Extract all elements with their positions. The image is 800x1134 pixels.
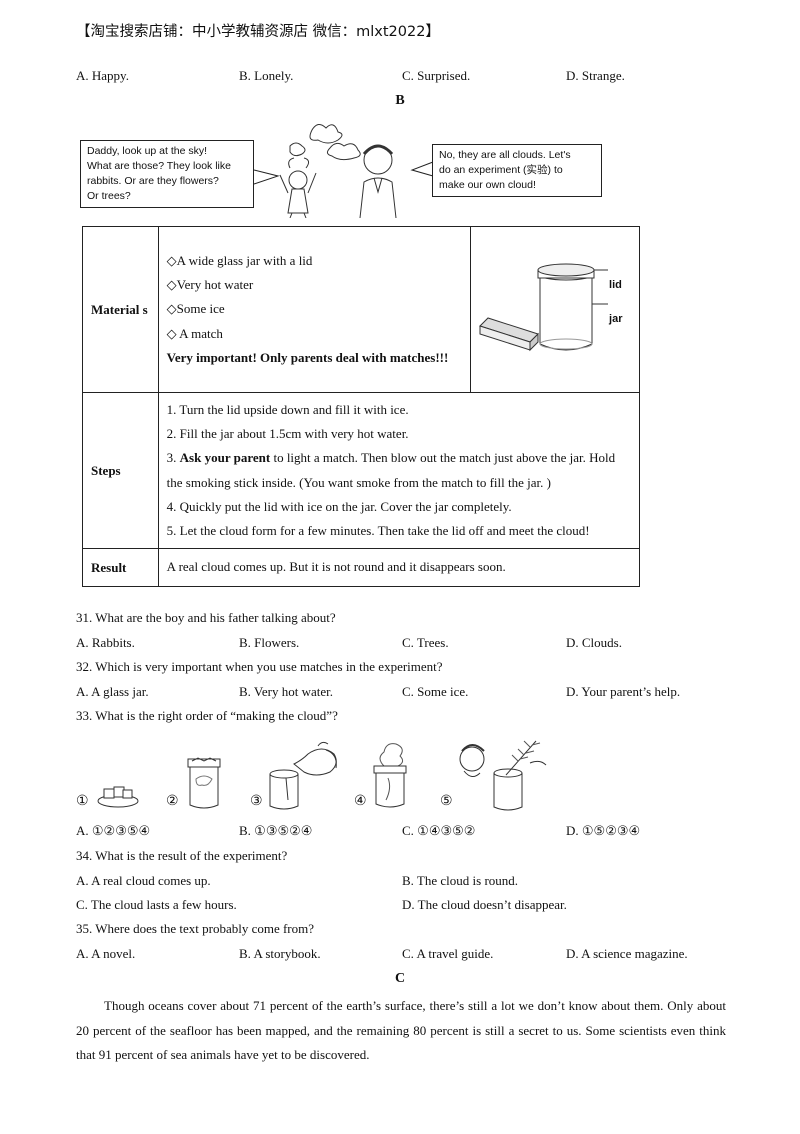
ice-plate-image: [97, 786, 139, 808]
materials-list: ◇A wide glass jar with a lid ◇Very hot w…: [157, 226, 472, 393]
option-d: D. Your parent’s help.: [566, 684, 681, 699]
step-marker-2: ②: [166, 794, 179, 809]
result-label: Result: [82, 548, 159, 587]
steps-row: Steps 1. Turn the lid upside down and fi…: [82, 392, 641, 549]
q34-options-row2: C. The cloud lasts a few hours. D. The c…: [76, 897, 726, 917]
result-text: A real cloud comes up. But it is not rou…: [157, 548, 641, 587]
speech-bubble-father: No, they are all clouds. Let's do an exp…: [432, 144, 602, 197]
materials-warning: Very important! Only parents deal with m…: [166, 349, 449, 365]
bubble-line: No, they are all clouds. Let's: [439, 149, 571, 161]
step-marker-4: ④: [354, 794, 367, 809]
step-marker-3: ③: [250, 794, 263, 809]
option-b: B. ①③⑤②④: [239, 823, 313, 838]
option-c: C. The cloud lasts a few hours.: [76, 897, 237, 912]
steps-label: Steps: [82, 392, 159, 549]
option-b: B. Lonely.: [239, 68, 294, 83]
step-item: 3. Ask your parent to light a match. The…: [166, 450, 616, 490]
blowing-match-image: [459, 740, 547, 811]
option-d: D. The cloud doesn’t disappear.: [402, 897, 567, 912]
bubble-line: Daddy, look up at the sky!: [87, 145, 208, 157]
bubble-line: rabbits. Or are they flowers?: [87, 175, 219, 187]
bubble-line: do an experiment (实验) to: [439, 164, 563, 176]
option-b: B. A storybook.: [239, 946, 321, 961]
option-b: B. Very hot water.: [239, 684, 333, 699]
material-item: ◇Very hot water: [166, 277, 254, 293]
step-marker-5: ⑤: [440, 794, 453, 809]
option-a: A. Rabbits.: [76, 635, 135, 650]
materials-row: Material s ◇A wide glass jar with a lid …: [82, 226, 640, 393]
material-item: ◇Some ice: [166, 301, 225, 317]
step-marker-1: ①: [76, 794, 89, 809]
experiment-table: Material s ◇A wide glass jar with a lid …: [82, 226, 641, 587]
bubble-line: What are those? They look like: [87, 160, 231, 172]
option-a: A. A glass jar.: [76, 684, 149, 699]
question-35: 35. Where does the text probably come fr…: [76, 921, 315, 936]
option-d: D. Clouds.: [566, 635, 622, 650]
option-b: B. The cloud is round.: [402, 873, 519, 888]
smoke-jar-image: [373, 743, 407, 808]
question-31: 31. What are the boy and his father talk…: [76, 610, 336, 625]
q33-options: A. ①②③⑤④ B. ①③⑤②④ C. ①④③⑤② D. ①⑤②③④: [76, 823, 726, 843]
option-c: C. Trees.: [402, 635, 449, 650]
option-d: D. A science magazine.: [566, 946, 688, 961]
section-b-heading: B: [395, 93, 405, 108]
lid-label: lid: [609, 279, 622, 291]
option-a: A. ①②③⑤④: [76, 823, 151, 838]
watermark-header: 【淘宝搜索店铺：中小学教辅资源店 微信：mlxt2022】: [76, 24, 440, 40]
speech-bubble-boy: Daddy, look up at the sky! What are thos…: [80, 140, 254, 208]
section-c-heading: C: [394, 971, 406, 986]
q35-options: A. A novel. B. A storybook. C. A travel …: [76, 946, 726, 966]
result-row: Result A real cloud comes up. But it is …: [82, 548, 641, 587]
option-a: A. Happy.: [76, 68, 129, 83]
step-item: 5. Let the cloud form for a few minutes.…: [166, 523, 590, 539]
bubble-line: make our own cloud!: [439, 179, 536, 191]
material-item: ◇ A match: [166, 325, 223, 341]
jar-with-ice-lid-image: [187, 757, 221, 809]
option-c: C. Some ice.: [402, 684, 469, 699]
jar-label: jar: [609, 313, 623, 325]
step-item: 1. Turn the lid upside down and fill it …: [166, 401, 409, 417]
steps-list: 1. Turn the lid upside down and fill it …: [157, 392, 641, 549]
passage-c: Though oceans cover about 71 percent of …: [76, 998, 726, 1062]
jar-and-match-illustration: [479, 263, 609, 351]
jar-illustration-cell: lid jar: [470, 226, 640, 393]
bubble-line: Or trees?: [87, 190, 131, 202]
option-c: C. A travel guide.: [402, 946, 494, 961]
question-32: 32. Which is very important when you use…: [76, 659, 443, 674]
option-d: D. ①⑤②③④: [566, 823, 641, 838]
step3-emphasis: Ask your parent: [179, 450, 271, 466]
q32-options: A. A glass jar. B. Very hot water. C. So…: [76, 684, 726, 704]
option-a: A. A real cloud comes up.: [76, 873, 211, 888]
question-34: 34. What is the result of the experiment…: [76, 848, 288, 863]
materials-label: Material s: [82, 226, 159, 393]
option-d: D. Strange.: [566, 68, 625, 83]
option-c: C. Surprised.: [402, 68, 471, 83]
pouring-water-image: [269, 741, 337, 810]
question-33: 33. What is the right order of “making t…: [76, 708, 338, 723]
q31-options: A. Rabbits. B. Flowers. C. Trees. D. Clo…: [76, 635, 726, 655]
q34-options-row1: A. A real cloud comes up. B. The cloud i…: [76, 873, 726, 893]
step-item: 4. Quickly put the lid with ice on the j…: [166, 498, 512, 514]
option-c: C. ①④③⑤②: [402, 823, 476, 838]
comic-illustration: [253, 124, 434, 218]
prev-question-options: A. Happy. B. Lonely. C. Surprised. D. St…: [76, 68, 726, 88]
option-b: B. Flowers.: [239, 635, 300, 650]
material-item: ◇A wide glass jar with a lid: [166, 252, 313, 268]
step-item: 2. Fill the jar about 1.5cm with very ho…: [166, 425, 409, 441]
option-a: A. A novel.: [76, 946, 136, 961]
